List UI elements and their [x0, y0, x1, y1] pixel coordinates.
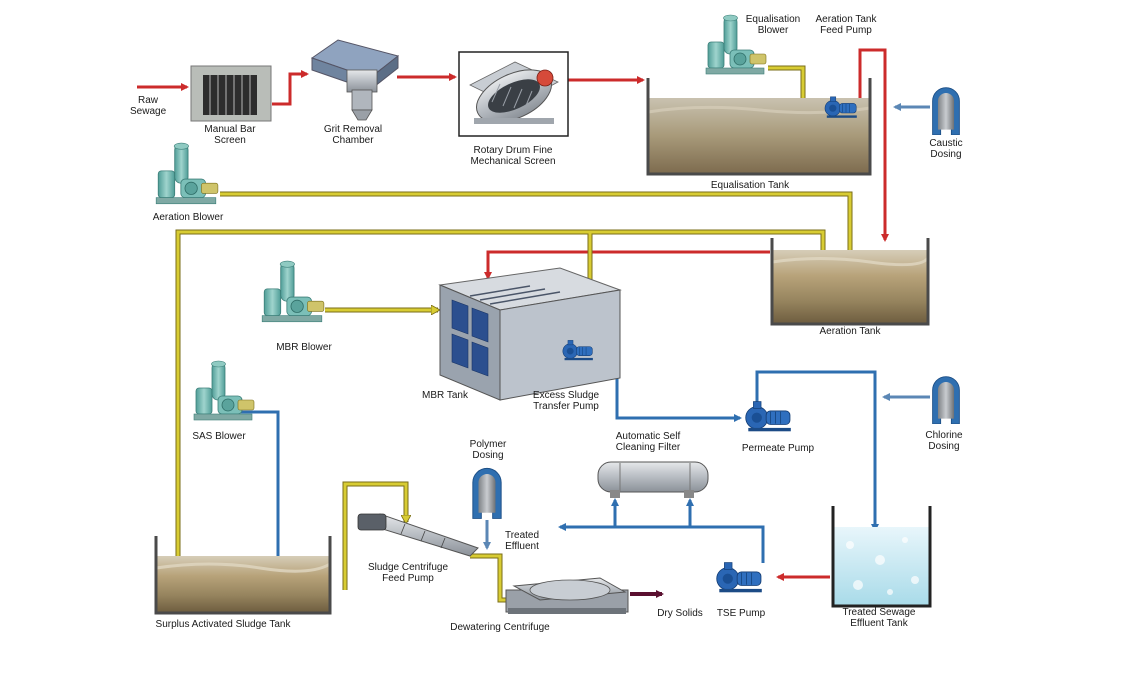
label-line: Equalisation	[745, 14, 801, 25]
label-chlorine-dosing: Chlorine Dosing	[918, 430, 970, 452]
label-permeate-pump: Permeate Pump	[741, 443, 815, 454]
label-line: Effluent	[505, 541, 539, 552]
label-aeration-feed-pump: Aeration Tank Feed Pump	[808, 14, 884, 36]
label-line: Chlorine	[925, 430, 963, 441]
label-line: Effluent Tank	[850, 618, 908, 629]
water-flow-lines	[240, 307, 879, 590]
label-dewatering-centrifuge: Dewatering Centrifuge	[450, 622, 550, 633]
label-tse-tank: Treated Sewage Effluent Tank	[836, 607, 922, 629]
caustic-dosing-tank	[932, 87, 960, 135]
label-dry-solids: Dry Solids	[657, 608, 703, 619]
label-line: Raw	[137, 95, 158, 106]
label-surplus-tank: Surplus Activated Sludge Tank	[155, 619, 291, 630]
label-aeration-tank: Aeration Tank	[819, 326, 881, 337]
self-cleaning-filter	[597, 461, 709, 498]
label-line: Dosing	[472, 450, 504, 461]
tse-tank	[831, 506, 932, 608]
label-line: Rotary Drum Fine	[473, 145, 553, 156]
aeration-tank	[770, 238, 930, 326]
label-rotary-drum: Rotary Drum Fine Mechanical Screen	[458, 145, 568, 167]
label-line: Excess Sludge	[532, 390, 600, 401]
label-equalisation-tank: Equalisation Tank	[710, 180, 790, 191]
label-equalisation-blower: Equalisation Blower	[738, 14, 808, 36]
permeate-pump	[745, 401, 792, 432]
label-line: Transfer Pump	[533, 401, 599, 412]
sludge-feed-pump	[357, 513, 479, 557]
label-auto-filter: Automatic Self Cleaning Filter	[604, 431, 692, 453]
label-line: Feed Pump	[820, 25, 872, 36]
label-line: Sludge Centrifuge	[367, 562, 449, 573]
label-line: Grit Removal	[323, 124, 383, 135]
label-line: Screen	[214, 135, 246, 146]
tse-pump	[716, 562, 763, 593]
label-raw-sewage: Raw Sewage	[130, 95, 166, 117]
rotary-drum-screen	[458, 51, 569, 137]
label-line: Cleaning Filter	[615, 442, 681, 453]
label-treated-effluent: Treated Effluent	[500, 530, 544, 552]
mbr-blower	[261, 260, 325, 323]
label-line: Feed Pump	[382, 573, 434, 584]
label-sludge-feed-pump: Sludge Centrifuge Feed Pump	[360, 562, 456, 584]
label-sas-blower: SAS Blower	[192, 431, 246, 442]
label-line: Dosing	[930, 149, 962, 160]
label-line: Treated Sewage	[842, 607, 916, 618]
label-mbr-tank: MBR Tank	[422, 390, 468, 401]
label-mbr-blower: MBR Blower	[276, 342, 332, 353]
label-line: Sewage	[130, 106, 167, 117]
label-manual-bar-screen: Manual Bar Screen	[190, 124, 270, 146]
label-caustic-dosing: Caustic Dosing	[920, 138, 972, 160]
label-line: Blower	[757, 25, 789, 36]
surplus-sludge-tank	[154, 536, 332, 615]
equalisation-tank	[646, 78, 872, 176]
aeration-blower	[155, 142, 219, 205]
label-line: Polymer	[469, 439, 507, 450]
label-line: Automatic Self	[615, 431, 681, 442]
label-line: Dosing	[928, 441, 960, 452]
chlorine-dosing-tank	[932, 376, 960, 424]
label-line: Mechanical Screen	[470, 156, 556, 167]
manual-bar-screen	[190, 65, 272, 122]
label-line: Manual Bar	[204, 124, 256, 135]
label-aeration-blower: Aeration Blower	[152, 212, 224, 223]
label-line: Caustic	[929, 138, 963, 149]
polymer-dosing-tank	[472, 467, 502, 519]
label-tse-pump: TSE Pump	[716, 608, 766, 619]
label-grit-removal: Grit Removal Chamber	[308, 124, 398, 146]
label-line: Chamber	[332, 135, 374, 146]
mbr-tank	[438, 267, 622, 401]
dosing-lines	[483, 103, 930, 550]
label-line: Treated	[504, 530, 540, 541]
dewatering-centrifuge	[505, 577, 629, 614]
label-polymer-dosing: Polymer Dosing	[464, 439, 512, 461]
grit-removal-chamber	[310, 39, 400, 121]
label-line: Aeration Tank	[815, 14, 877, 25]
label-excess-sludge-pump: Excess Sludge Transfer Pump	[524, 390, 608, 412]
